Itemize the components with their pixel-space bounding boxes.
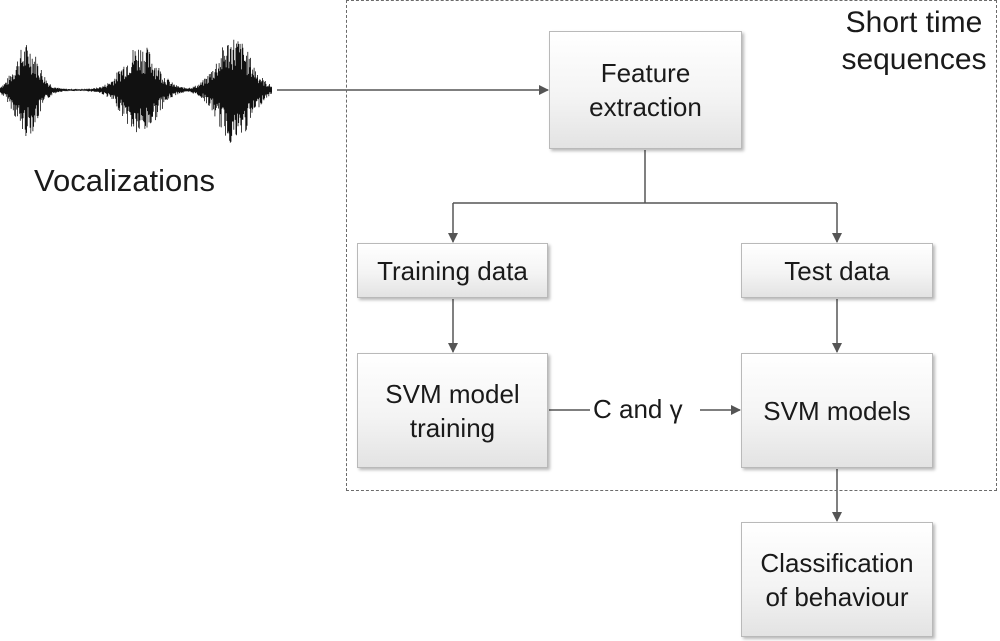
classification-label: Classification of behaviour (760, 547, 914, 612)
svm-models-label: SVM models (763, 395, 911, 426)
audio-waveform-icon (0, 39, 272, 143)
svm-model-training-label: SVM model training (385, 378, 520, 443)
training-data-node: Training data (357, 243, 548, 298)
feature-extraction-label: Feature extraction (589, 58, 702, 122)
region-label: Short time sequences (841, 6, 987, 76)
classification-node: Classification of behaviour (741, 522, 933, 637)
waveform-trace (0, 39, 272, 143)
vocalizations-label: Vocalizations (34, 163, 215, 198)
params-edge-label: C and γ (593, 394, 683, 424)
svm-model-training-node: SVM model training (357, 353, 548, 468)
test-data-node: Test data (741, 243, 933, 298)
feature-extraction-node: Feature extraction (549, 31, 742, 149)
svm-models-node: SVM models (741, 353, 933, 468)
test-data-label: Test data (784, 255, 890, 286)
training-data-label: Training data (377, 255, 528, 286)
short-time-sequences-region (346, 0, 997, 491)
